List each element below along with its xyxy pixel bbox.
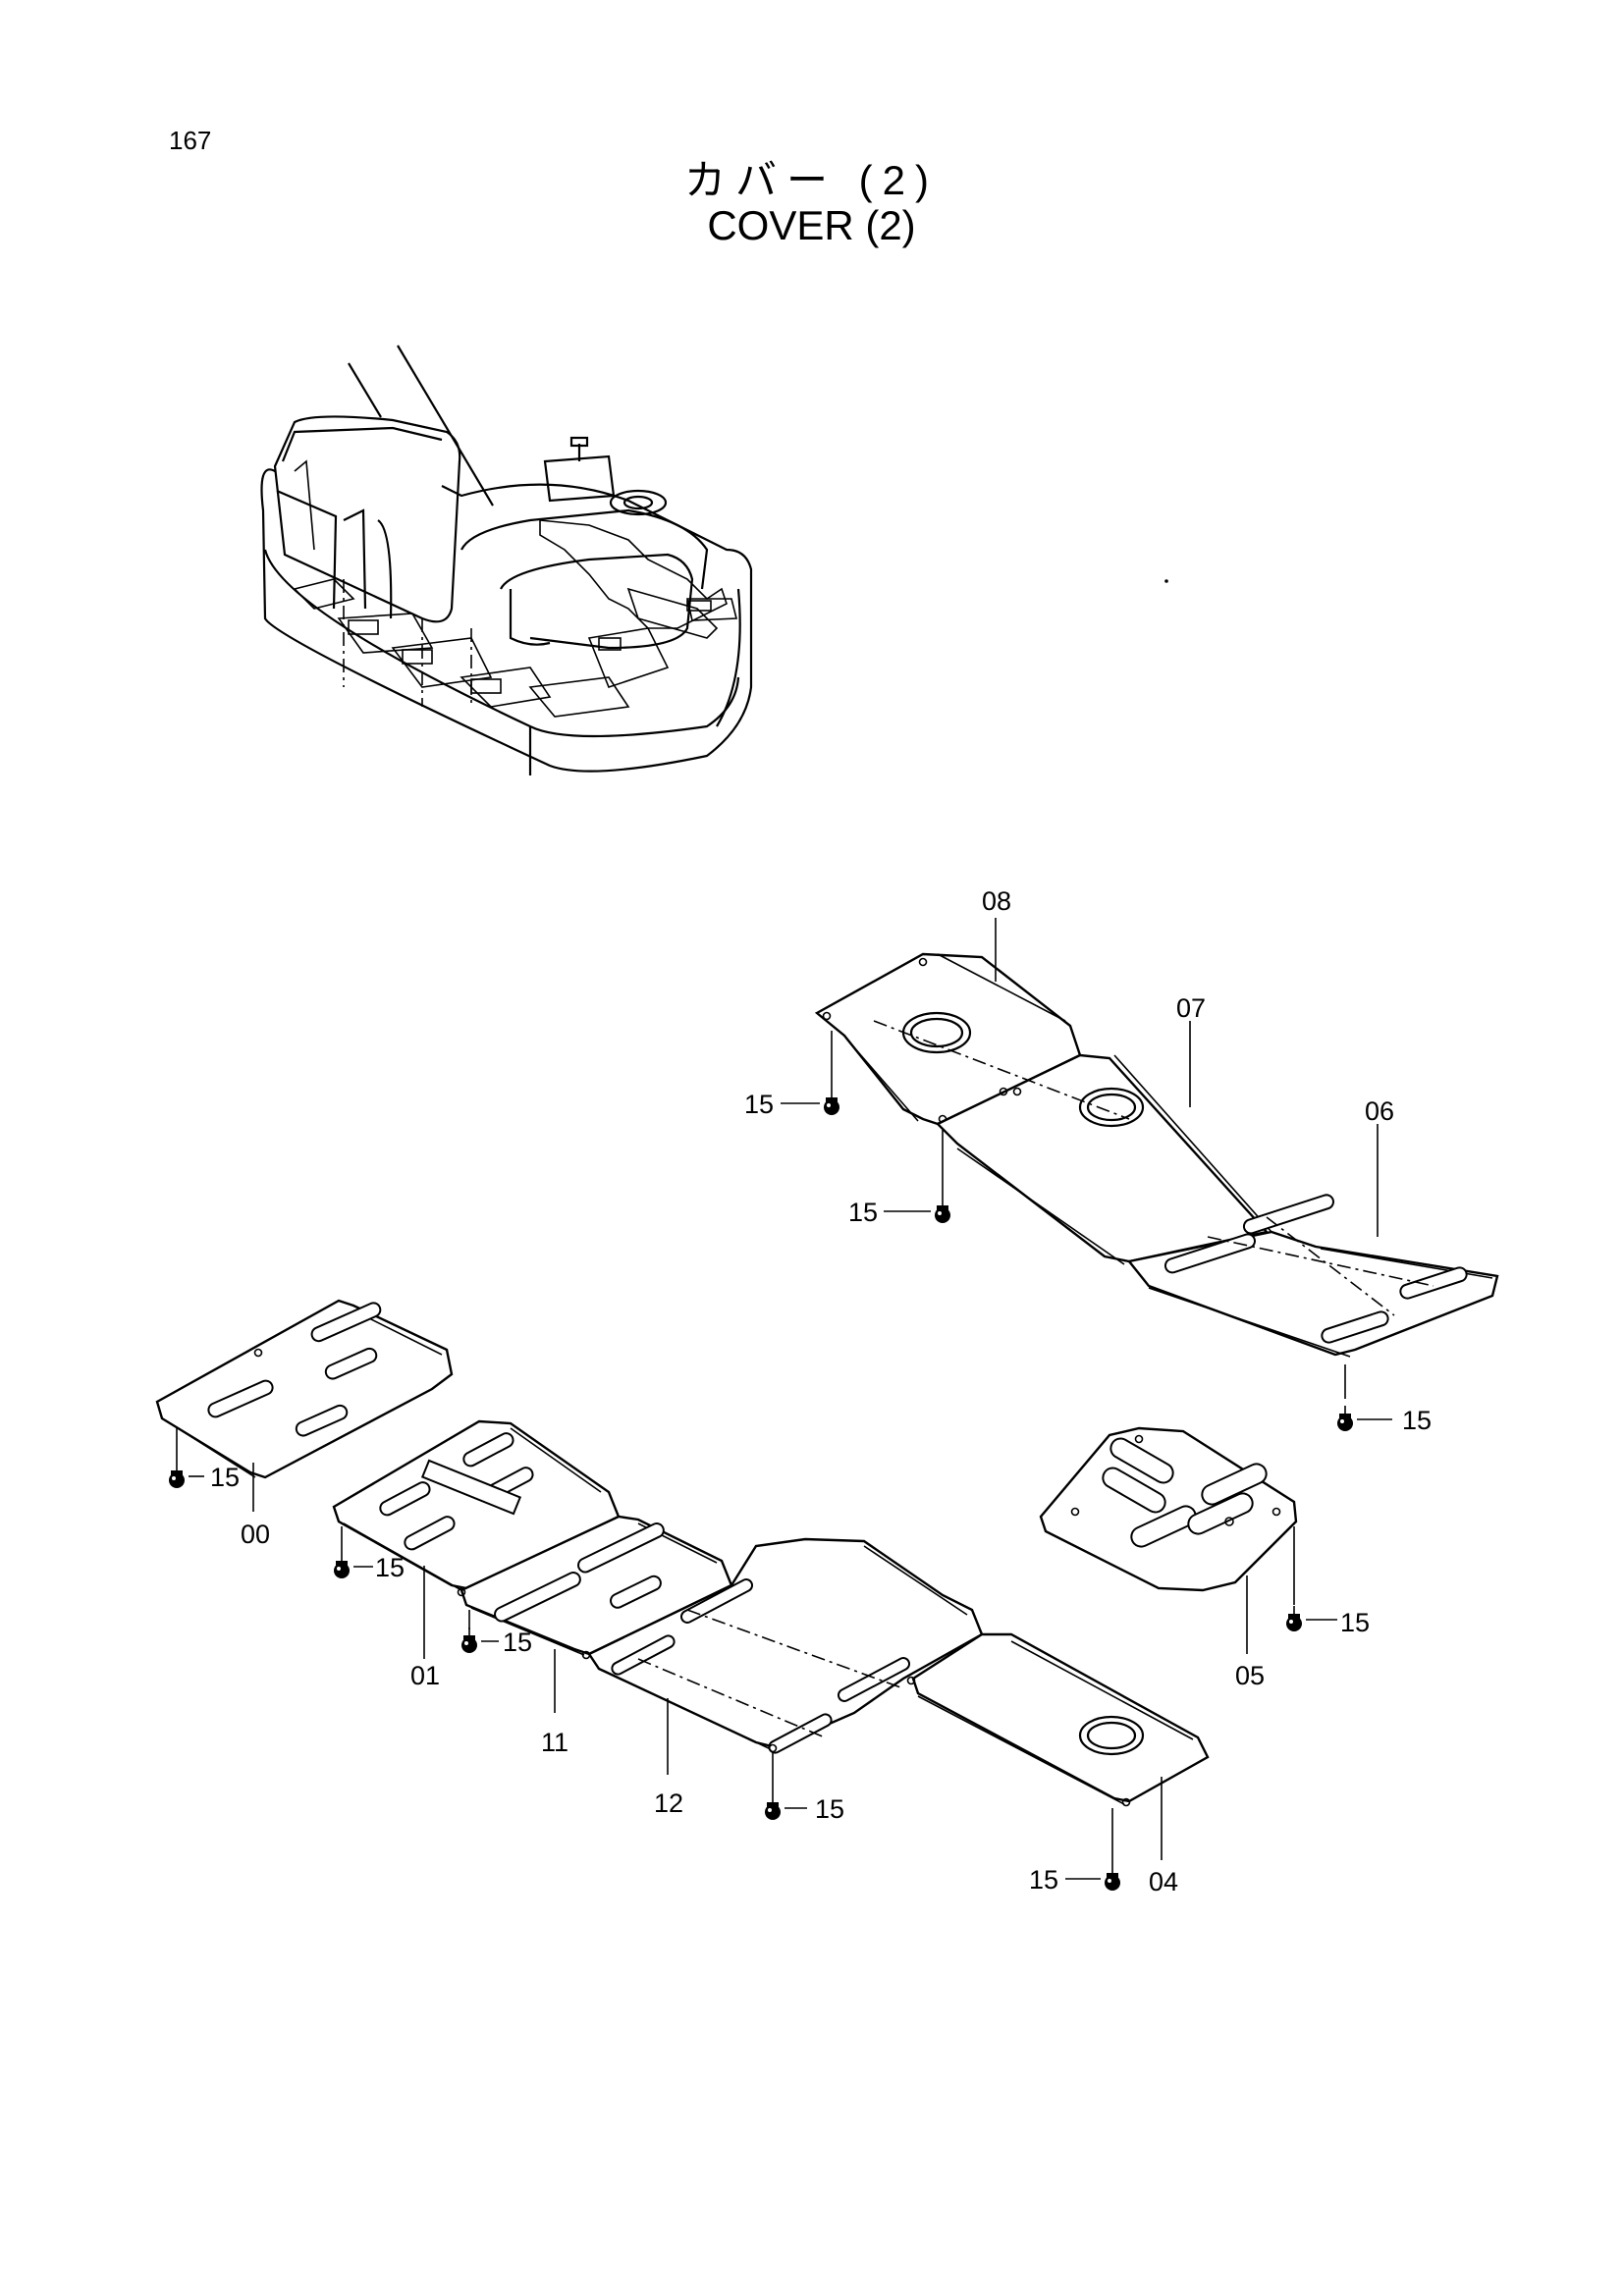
- callout-12: 12: [654, 1789, 683, 1818]
- callout-06: 06: [1365, 1096, 1394, 1126]
- callout-07: 07: [1176, 993, 1206, 1023]
- left-cover-assembly-00: [155, 1299, 454, 1512]
- cover-plate-00: [155, 1299, 454, 1479]
- page-title-english: COVER (2): [707, 202, 916, 248]
- cover-plate-04: [911, 1632, 1210, 1803]
- callout-15-b: 15: [848, 1198, 878, 1227]
- callout-01: 01: [410, 1661, 440, 1690]
- cover-plate-05: [1039, 1426, 1298, 1592]
- callout-15-d: 15: [210, 1463, 240, 1492]
- callout-15-c: 15: [1402, 1406, 1432, 1435]
- callout-04: 04: [1149, 1867, 1178, 1896]
- right-cover-assembly-05: [1039, 1426, 1337, 1654]
- callout-15-g: 15: [815, 1794, 844, 1824]
- callout-15-a: 15: [744, 1090, 774, 1119]
- machine-overview-illustration: [260, 345, 753, 775]
- lower-cover-assembly: [332, 1419, 1210, 1892]
- callout-15-h: 15: [1340, 1608, 1370, 1637]
- callout-00: 00: [241, 1520, 270, 1549]
- callout-15-f: 15: [503, 1628, 532, 1657]
- callout-11: 11: [541, 1728, 568, 1757]
- page-number: 167: [169, 126, 212, 155]
- callout-05: 05: [1235, 1661, 1265, 1690]
- callout-08: 08: [982, 886, 1011, 916]
- callout-15-i: 15: [1029, 1865, 1058, 1895]
- page-title-japanese: カバー (2): [683, 157, 939, 203]
- cover-plate-06: [1126, 1230, 1499, 1357]
- callout-15-e: 15: [375, 1553, 405, 1582]
- upper-right-cover-assembly: [781, 918, 1499, 1432]
